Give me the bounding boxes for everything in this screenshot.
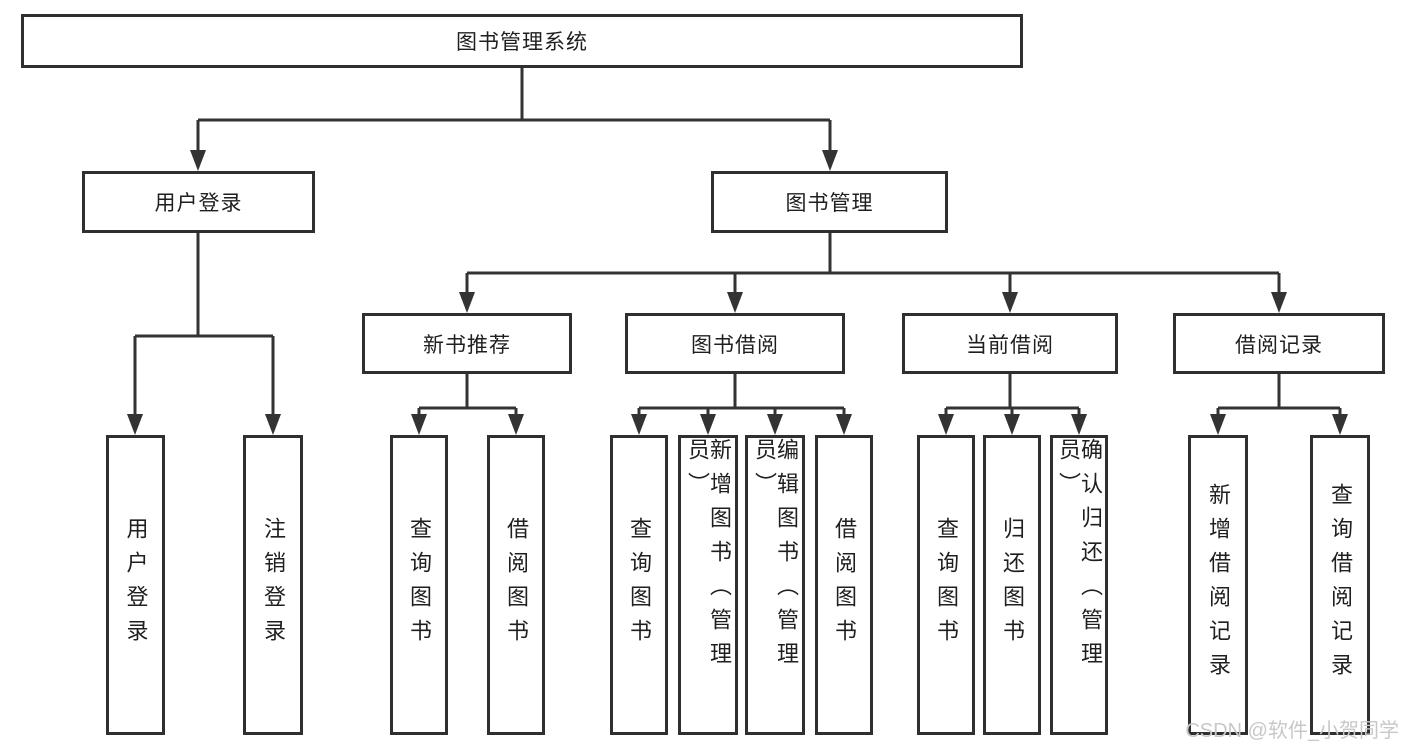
leaf-user-login: 用户登录 [106,435,165,735]
leaf-logout-label: 注销登录 [261,517,286,653]
leaf-borrow-add-books-label: 新增图书（管理员） [685,438,732,676]
leaf-borrow-add-books: 新增图书（管理员） [678,435,738,735]
leaf-current-query-books-label: 查询图书 [934,517,959,653]
node-book-management-label: 图书管理 [785,192,874,215]
leaf-borrow-borrow-books-label: 借阅图书 [832,517,857,653]
leaf-records-add-record-label: 新增借阅记录 [1206,483,1231,687]
node-book-borrow-label: 图书借阅 [691,333,779,357]
leaf-borrow-edit-books-label: 编辑图书（管理员） [752,438,799,676]
leaf-current-return-books: 归还图书 [983,435,1041,735]
node-new-book-recommend: 新书推荐 [362,313,572,374]
leaf-records-query-record: 查询借阅记录 [1310,435,1370,735]
node-book-management: 图书管理 [711,171,948,233]
leaf-user-login-label: 用户登录 [123,517,149,653]
leaf-borrow-edit-books: 编辑图书（管理员） [745,435,805,735]
leaf-records-query-record-label: 查询借阅记录 [1328,483,1353,687]
leaf-recommend-query-books: 查询图书 [390,435,448,735]
node-current-borrow: 当前借阅 [902,313,1118,374]
node-current-borrow-label: 当前借阅 [966,333,1054,357]
leaf-records-add-record: 新增借阅记录 [1188,435,1248,735]
node-borrow-records-label: 借阅记录 [1235,333,1323,357]
node-new-book-recommend-label: 新书推荐 [423,333,511,357]
csdn-watermark: CSDN @软件_小贺同学 [1185,720,1399,742]
leaf-borrow-query-books-label: 查询图书 [627,517,652,653]
node-root: 图书管理系统 [21,14,1023,68]
leaf-current-confirm-return-label: 确认归还（管理员） [1056,438,1103,676]
node-borrow-records: 借阅记录 [1173,313,1385,374]
leaf-borrow-query-books: 查询图书 [610,435,668,735]
node-user-login-label: 用户登录 [154,192,243,215]
leaf-current-query-books: 查询图书 [917,435,975,735]
node-root-label: 图书管理系统 [456,31,588,54]
leaf-current-return-books-label: 归还图书 [1000,517,1025,653]
leaf-recommend-borrow-books: 借阅图书 [487,435,545,735]
node-book-borrow: 图书借阅 [625,313,845,374]
leaf-recommend-borrow-books-label: 借阅图书 [504,517,529,653]
node-user-login: 用户登录 [82,171,315,233]
leaf-recommend-query-books-label: 查询图书 [407,517,432,653]
leaf-borrow-borrow-books: 借阅图书 [815,435,873,735]
leaf-logout: 注销登录 [243,435,303,735]
leaf-current-confirm-return: 确认归还（管理员） [1050,435,1108,735]
